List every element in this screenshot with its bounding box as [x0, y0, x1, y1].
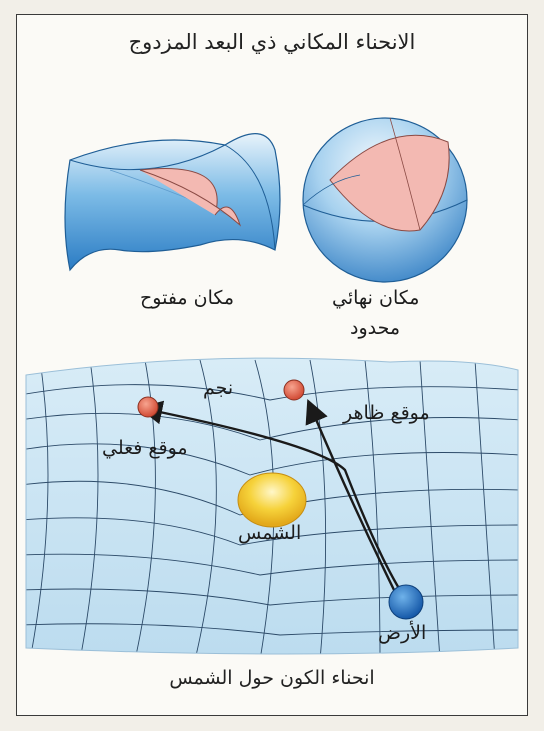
actual-position-label: موقع فعلي	[102, 437, 188, 459]
sun	[238, 473, 306, 527]
earth	[389, 585, 423, 619]
figure-caption: انحناء الكون حول الشمس	[0, 667, 544, 689]
star-label: نجم	[203, 377, 233, 399]
sun-label: الشمس	[238, 522, 301, 544]
open-space-label: مكان مفتوح	[140, 287, 234, 309]
page-title: الانحناء المكاني ذي البعد المزدوج	[0, 30, 544, 54]
earth-label: الأرض	[378, 622, 426, 644]
star-apparent	[284, 380, 304, 400]
closed-space-label-line2: محدود	[350, 317, 400, 339]
closed-space-label-line1: مكان نهائي	[332, 287, 419, 309]
star-actual	[138, 397, 158, 417]
apparent-position-label: موقع ظاهر	[343, 402, 430, 424]
sphere-surface	[303, 118, 467, 282]
saddle-surface	[65, 134, 280, 270]
